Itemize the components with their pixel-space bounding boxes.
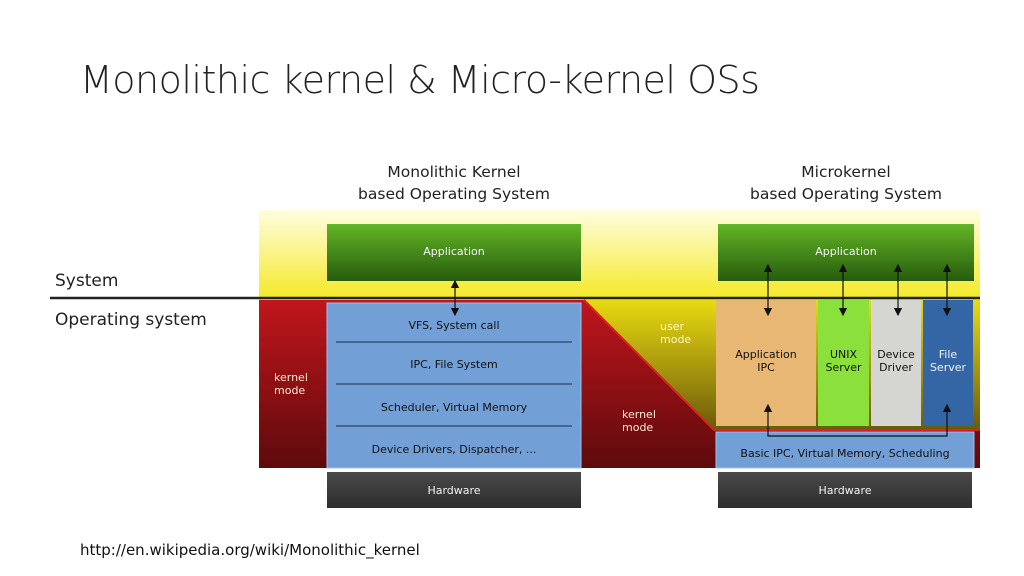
micro-kernel-box — [715, 431, 975, 469]
server-label-line2: IPC — [757, 361, 775, 374]
monolithic-hardware-box — [327, 472, 581, 508]
micro-heading-line2: based Operating System — [750, 185, 942, 203]
server-label-line2: Server — [825, 361, 862, 374]
mode-label-line1: kernel — [274, 371, 308, 384]
server-label-file: File Server — [923, 346, 973, 376]
server-label-line1: Device — [877, 348, 915, 361]
monolithic-application-box — [327, 224, 581, 281]
mode-label-line2: mode — [622, 421, 654, 434]
mode-label-line2: mode — [660, 333, 692, 346]
micro-heading: Microkernel based Operating System — [712, 161, 980, 205]
kernel-layer-label: IPC, File System — [410, 357, 498, 371]
kernel-layer-label: Device Drivers, Dispatcher, ... — [371, 442, 537, 456]
server-label-line2: Driver — [879, 361, 913, 374]
micro-kernel-mode-label: kernel mode — [622, 408, 656, 434]
monolithic-application-label: Application — [423, 244, 485, 258]
mode-label-line1: user — [660, 320, 684, 333]
micro-application-label: Application — [815, 244, 877, 258]
server-label-line1: Application — [735, 348, 797, 361]
micro-user-mode-label: user mode — [660, 320, 691, 346]
slide-title: Monolithic kernel & Micro-kernel OSs — [80, 58, 760, 102]
monolithic-hardware-label: Hardware — [427, 483, 481, 497]
kernel-layer-label: VFS, System call — [408, 318, 500, 332]
server-label-line1: UNIX — [829, 348, 858, 361]
operating-system-label: Operating system — [55, 310, 207, 330]
server-label-application-ipc: Application IPC — [716, 346, 816, 376]
monolithic-heading-line2: based Operating System — [358, 185, 550, 203]
micro-hardware-label: Hardware — [818, 483, 872, 497]
kernel-layer-label: Scheduler, Virtual Memory — [380, 400, 528, 414]
server-label-unix: UNIX Server — [818, 346, 869, 376]
monolithic-heading: Monolithic Kernel based Operating System — [320, 161, 588, 205]
source-link[interactable]: http://en.wikipedia.org/wiki/Monolithic_… — [80, 541, 420, 559]
monolithic-kernel-mode-label: kernel mode — [274, 371, 308, 397]
ipc-connector — [763, 403, 952, 437]
monolithic-kernel-box — [326, 302, 582, 469]
micro-heading-line1: Microkernel — [801, 163, 891, 181]
micro-hardware-box — [718, 472, 972, 508]
system-label: System — [55, 271, 119, 291]
micro-mode-boundary — [583, 299, 980, 431]
mode-label-line1: kernel — [622, 408, 656, 421]
server-label-line1: File — [938, 348, 958, 361]
monolithic-heading-line1: Monolithic Kernel — [387, 163, 521, 181]
micro-kernel-zone — [584, 300, 980, 468]
server-label-line2: Server — [929, 361, 967, 374]
micro-kernel-label: Basic IPC, Virtual Memory, Scheduling — [740, 446, 950, 460]
mode-label-line2: mode — [274, 384, 306, 397]
server-label-device-driver: Device Driver — [871, 346, 921, 376]
